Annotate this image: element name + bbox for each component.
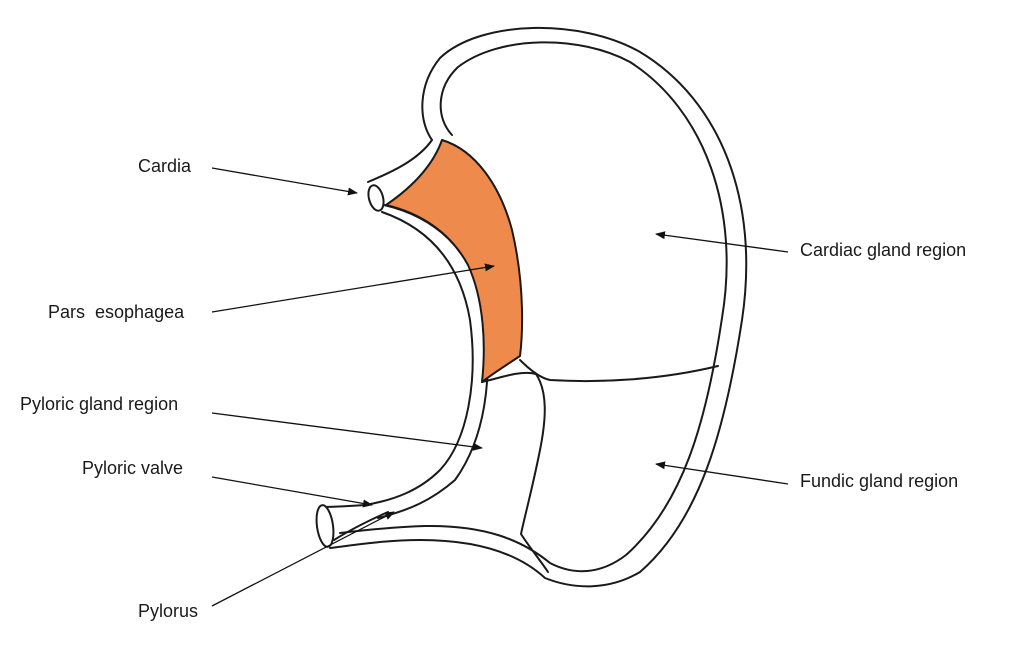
- pylorus-label: Pylorus: [138, 601, 198, 621]
- pylorus-pointer: [211, 511, 395, 607]
- cardia-pointer: [211, 167, 358, 196]
- pars-esophagea-region: [385, 139, 524, 383]
- pars-esophagea-pointer: [211, 263, 495, 313]
- pyloric-fundic-divider: [520, 373, 549, 573]
- pyloric-valve-pointer: [211, 476, 373, 508]
- cardiac-fundic-divider: [519, 359, 719, 383]
- cardia-opening: [367, 184, 385, 212]
- pointers: [211, 167, 789, 607]
- lesser-curvature-outer: [319, 211, 474, 508]
- pyloric-gland-region-label: Pyloric gland region: [20, 394, 178, 414]
- pars-esophagea-label: Pars esophagea: [48, 302, 185, 322]
- labels: Cardia Pars esophagea Pyloric gland regi…: [20, 156, 966, 621]
- pyloric-valve-label: Pyloric valve: [82, 458, 183, 478]
- pyloric-gland-region-pointer: [211, 412, 483, 451]
- stomach-wall: [319, 26, 748, 588]
- outer-wall: [329, 26, 748, 588]
- cardiac-gland-region-pointer: [655, 231, 789, 253]
- inner-wall: [339, 41, 728, 573]
- fundic-gland-region-label: Fundic gland region: [800, 471, 958, 491]
- pylorus-opening: [315, 504, 335, 548]
- pyloric-valve-fold: [333, 511, 389, 541]
- pyloric-fundic-base: [481, 372, 537, 383]
- region-dividers: [481, 359, 719, 573]
- cardia-label: Cardia: [138, 156, 192, 176]
- fundic-gland-region-pointer: [655, 461, 789, 485]
- cardiac-gland-region-label: Cardiac gland region: [800, 240, 966, 260]
